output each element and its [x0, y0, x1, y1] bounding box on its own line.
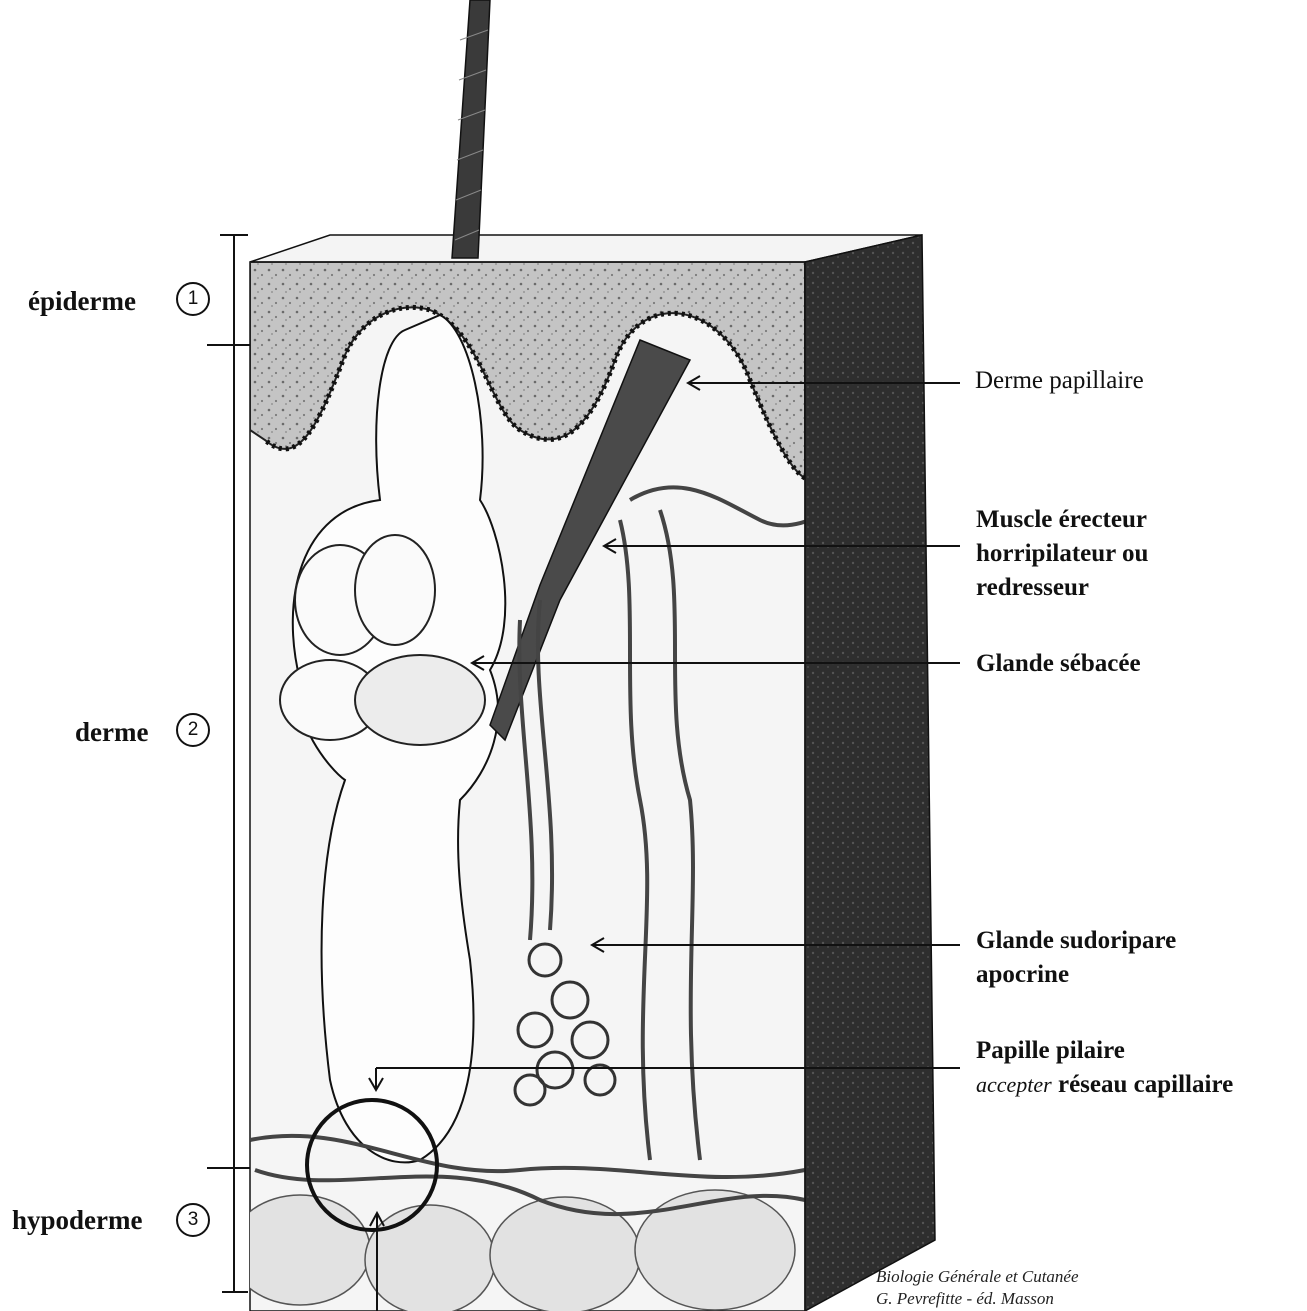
label-papille-pilaire-line-2: accepter réseau capillaire — [976, 1068, 1233, 1102]
hair-shaft — [452, 0, 490, 258]
layer-label-epiderme: épiderme — [28, 286, 136, 317]
layer-number-1: 1 — [176, 282, 210, 316]
layer-label-hypoderme: hypoderme — [12, 1205, 143, 1236]
credit-line-1: Biologie Générale et Cutanée — [876, 1266, 1079, 1288]
label-papille-pilaire-suffix: réseau capillaire — [1058, 1071, 1233, 1098]
layer-number-3: 3 — [176, 1203, 210, 1237]
label-papille-pilaire: Papille pilaire accepter réseau capillai… — [976, 1034, 1233, 1102]
label-glande-sudoripare-line-2: apocrine — [976, 958, 1176, 992]
label-muscle-erecteur-line-1: Muscle érecteur — [976, 503, 1148, 537]
label-muscle-erecteur: Muscle érecteur horripilateur ou redress… — [976, 503, 1148, 605]
layer-number-2: 2 — [176, 713, 210, 747]
label-muscle-erecteur-line-3: redresseur — [976, 571, 1148, 605]
label-muscle-erecteur-line-2: horripilateur ou — [976, 537, 1148, 571]
skin-side-face — [805, 235, 935, 1311]
credit-line-2: G. Pevrefitte - éd. Masson — [876, 1288, 1079, 1310]
label-papille-pilaire-line-1: Papille pilaire — [976, 1034, 1233, 1068]
label-derme-papillaire-line-1: Derme papillaire — [975, 364, 1144, 398]
label-papille-pilaire-prefix: accepter — [976, 1072, 1052, 1097]
label-derme-papillaire: Derme papillaire — [975, 364, 1144, 398]
label-glande-sebacee-line-1: Glande sébacée — [976, 647, 1141, 681]
layer-label-derme: derme — [75, 717, 148, 748]
credit-text: Biologie Générale et Cutanée G. Pevrefit… — [876, 1266, 1079, 1310]
label-glande-sudoripare-line-1: Glande sudoripare — [976, 924, 1176, 958]
label-glande-sudoripare: Glande sudoripare apocrine — [976, 924, 1176, 992]
label-glande-sebacee: Glande sébacée — [976, 647, 1141, 681]
